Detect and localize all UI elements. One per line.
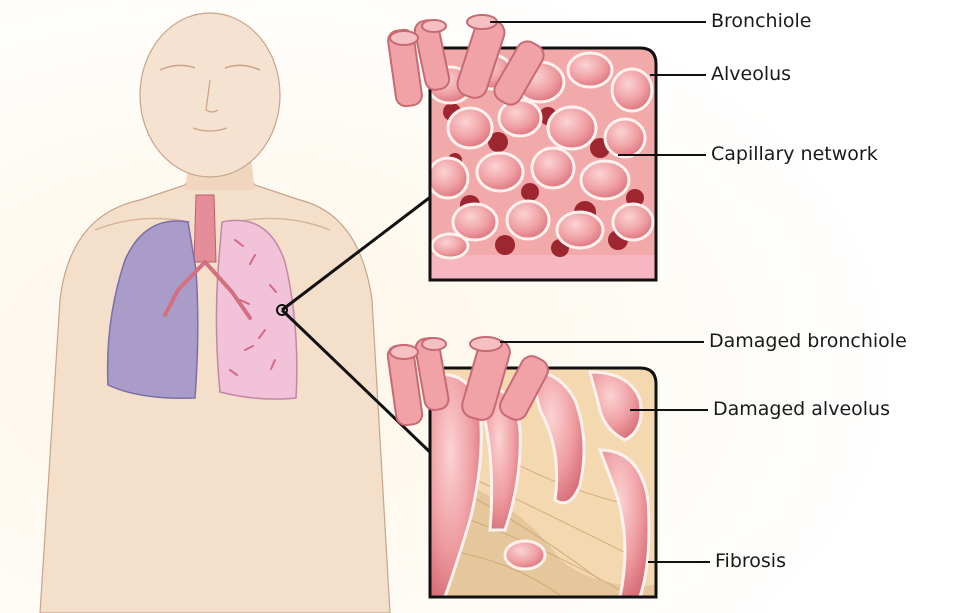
label-fibrosis: Fibrosis: [715, 552, 786, 571]
label-bronchiole: Bronchiole: [711, 12, 811, 31]
trachea: [194, 195, 216, 262]
label-alveolus: Alveolus: [711, 65, 791, 84]
label-capillary-network: Capillary network: [711, 145, 878, 164]
label-damaged-bronchiole: Damaged bronchiole: [709, 332, 907, 351]
label-damaged-alveolus: Damaged alveolus: [713, 400, 890, 419]
head: [140, 13, 280, 177]
